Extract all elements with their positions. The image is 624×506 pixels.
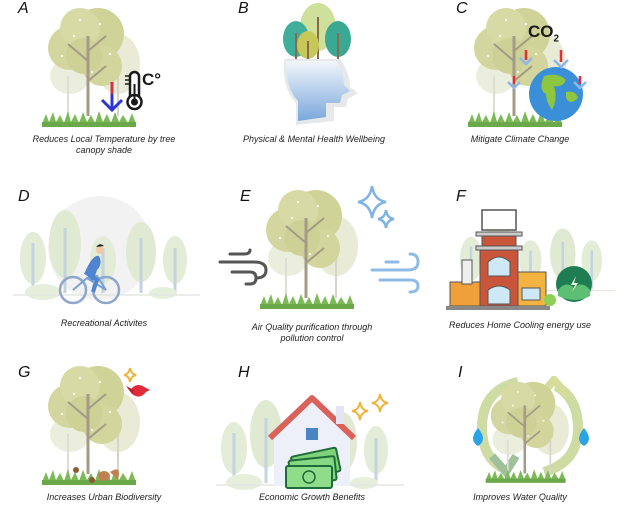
panel-letter: B bbox=[238, 0, 249, 17]
panel-d: D Recreational Activites bbox=[0, 170, 208, 350]
co2-text: CO bbox=[528, 22, 554, 41]
panel-letter: D bbox=[18, 188, 30, 205]
panel-h: H Economic Growth Benefits bbox=[208, 350, 416, 506]
panel-caption: Reduces Local Temperature by tree canopy… bbox=[32, 134, 176, 155]
co2-label: CO2 bbox=[528, 22, 559, 44]
tree-illustration bbox=[40, 6, 190, 132]
panel-letter: I bbox=[458, 364, 463, 381]
panel-caption: Economic Growth Benefits bbox=[258, 492, 366, 502]
panel-letter: E bbox=[240, 188, 251, 205]
panel-letter: A bbox=[18, 0, 29, 17]
head-with-trees-icon bbox=[278, 3, 362, 129]
co2-earth-icon bbox=[466, 6, 596, 132]
panel-caption: Improves Water Quality bbox=[473, 492, 567, 502]
cyclist-icon bbox=[5, 190, 200, 310]
panel-letter: C bbox=[456, 0, 468, 17]
panel-caption: Physical & Mental Health Wellbeing bbox=[243, 134, 385, 144]
bird-squirrel-icon bbox=[40, 364, 160, 490]
panel-i: I Improves Water Quality bbox=[416, 350, 624, 506]
panel-caption: Increases Urban Biodiversity bbox=[46, 492, 162, 502]
co2-subscript: 2 bbox=[553, 33, 560, 45]
thermometer-down-icon bbox=[100, 70, 143, 113]
clean-wind-icon bbox=[370, 252, 422, 294]
water-cycle-icon bbox=[472, 376, 592, 492]
house-money-icon bbox=[216, 388, 412, 490]
sparkle-icon bbox=[354, 184, 398, 234]
pollution-wind-icon bbox=[218, 248, 270, 290]
celsius-label: C° bbox=[142, 70, 162, 89]
panel-caption: Recreational Activites bbox=[60, 318, 148, 328]
panel-caption: Air Quality purification through polluti… bbox=[251, 322, 373, 343]
panel-c: C CO2 Mitigate Climate Change bbox=[416, 0, 624, 170]
panel-letter: F bbox=[456, 188, 466, 205]
panel-e: E Air Quality purification through pollu… bbox=[208, 170, 420, 350]
panel-a: A C° Reduces Local Temperature by tree c… bbox=[0, 0, 208, 170]
panel-g: G Increases Urban Biodiversity bbox=[0, 350, 208, 506]
panel-letter: H bbox=[238, 364, 250, 381]
panel-f: F Reduces Home Cooling energy use bbox=[416, 170, 624, 350]
panel-caption: Mitigate Climate Change bbox=[470, 134, 570, 144]
panel-b: B Physical & Mental Health Wellbeing bbox=[210, 0, 418, 170]
panel-caption: Reduces Home Cooling energy use bbox=[448, 320, 592, 330]
house-energy-icon bbox=[426, 206, 624, 316]
panel-letter: G bbox=[18, 364, 31, 381]
